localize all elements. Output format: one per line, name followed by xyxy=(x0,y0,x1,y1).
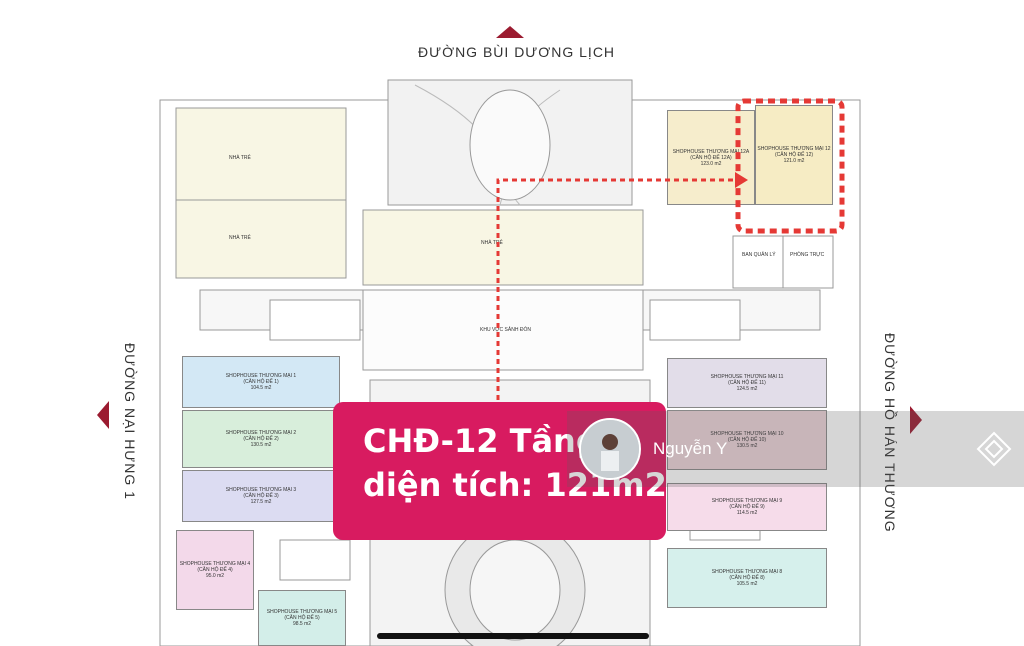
room-phong-truc: PHÒNG TRỰC xyxy=(790,252,825,258)
room-ban-quan-ly: BAN QUẢN LÝ xyxy=(742,252,776,258)
route-path xyxy=(496,178,735,400)
unit-10[interactable]: SHOPHOUSE THƯƠNG MẠI 10 (CĂN HỘ ĐẾ 10) 1… xyxy=(667,410,827,470)
unit-9[interactable]: SHOPHOUSE THƯƠNG MẠI 9 (CĂN HỘ ĐẾ 9) 114… xyxy=(667,483,827,531)
home-indicator[interactable] xyxy=(377,633,649,639)
road-right-arrow xyxy=(910,406,922,434)
unit-3[interactable]: SHOPHOUSE THƯƠNG MẠI 3 (CĂN HỘ ĐẾ 3) 127… xyxy=(182,470,340,522)
room-khu-vuc-sanh-don: KHU VỰC SẢNH ĐÓN xyxy=(480,327,531,333)
route-arrow-head xyxy=(735,172,748,188)
unit-4[interactable]: SHOPHOUSE THƯƠNG MẠI 4 (CĂN HỘ ĐẾ 4) 95.… xyxy=(176,530,254,610)
room-nha-tre-2: NHÀ TRẺ xyxy=(229,235,251,241)
road-top-arrow xyxy=(496,26,524,38)
room-nha-tre-1: NHÀ TRẺ xyxy=(229,155,251,161)
avatar xyxy=(579,418,641,480)
unit-2[interactable]: SHOPHOUSE THƯƠNG MẠI 2 (CĂN HỘ ĐẾ 2) 130… xyxy=(182,410,340,468)
unit-8[interactable]: SHOPHOUSE THƯƠNG MẠI 8 (CĂN HỘ ĐẾ 8) 105… xyxy=(667,548,827,608)
watermark-overlay: Nguyễn Y xyxy=(567,411,1024,487)
highlight-box xyxy=(735,98,845,234)
watermark-name: Nguyễn Y xyxy=(653,439,728,458)
watermark-logo-icon xyxy=(976,431,1012,467)
unit-12[interactable]: SHOPHOUSE THƯƠNG MẠI 12 (CĂN HỘ ĐẾ 12) 1… xyxy=(755,105,833,205)
unit-1[interactable]: SHOPHOUSE THƯƠNG MẠI 1 (CĂN HỘ ĐẾ 1) 104… xyxy=(182,356,340,408)
unit-5[interactable]: SHOPHOUSE THƯƠNG MẠI 5 (CĂN HỘ ĐẾ 5) 98.… xyxy=(258,590,346,646)
road-left-arrow xyxy=(97,401,109,429)
unit-11[interactable]: SHOPHOUSE THƯƠNG MẠI 11 (CĂN HỘ ĐẾ 11) 1… xyxy=(667,358,827,408)
road-top-label: ĐƯỜNG BÙI DƯƠNG LỊCH xyxy=(418,44,616,60)
room-nha-tre-3: NHÀ TRẺ xyxy=(481,240,503,246)
